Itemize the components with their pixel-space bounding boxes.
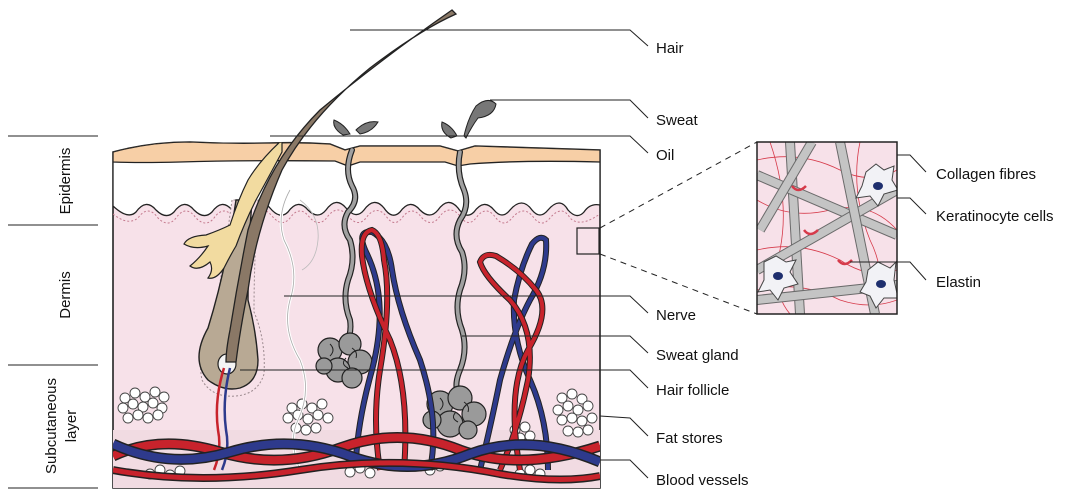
zoom-line-top: [600, 142, 757, 228]
label-fat-stores: Fat stores: [656, 430, 723, 447]
magnified-inset: [757, 142, 898, 314]
label-sweat: Sweat: [656, 112, 699, 129]
label-collagen-fibres: Collagen fibres: [936, 166, 1036, 183]
label-hair-follicle: Hair follicle: [656, 382, 729, 399]
layer-label-subcutaneous-line2: layer: [63, 410, 80, 443]
zoom-line-bottom: [600, 254, 757, 314]
label-elastin: Elastin: [936, 274, 981, 291]
label-nerve: Nerve: [656, 307, 696, 324]
sweat-drop: [356, 122, 378, 134]
label-keratinocyte-cells: Keratinocyte cells: [936, 208, 1054, 225]
layer-label-dermis: Dermis: [57, 271, 74, 319]
label-sweat-gland: Sweat gland: [656, 347, 739, 364]
skin-block: [113, 10, 600, 490]
label-blood-vessels: Blood vessels: [656, 472, 749, 489]
magnified-area-marker: [577, 228, 599, 254]
layer-label-subcutaneous: Subcutaneous: [43, 378, 60, 474]
label-hair: Hair: [656, 40, 684, 57]
layer-label-epidermis: Epidermis: [57, 148, 74, 215]
sweat-drop: [464, 100, 496, 138]
label-oil: Oil: [656, 147, 674, 164]
sweat-drop: [334, 120, 350, 135]
